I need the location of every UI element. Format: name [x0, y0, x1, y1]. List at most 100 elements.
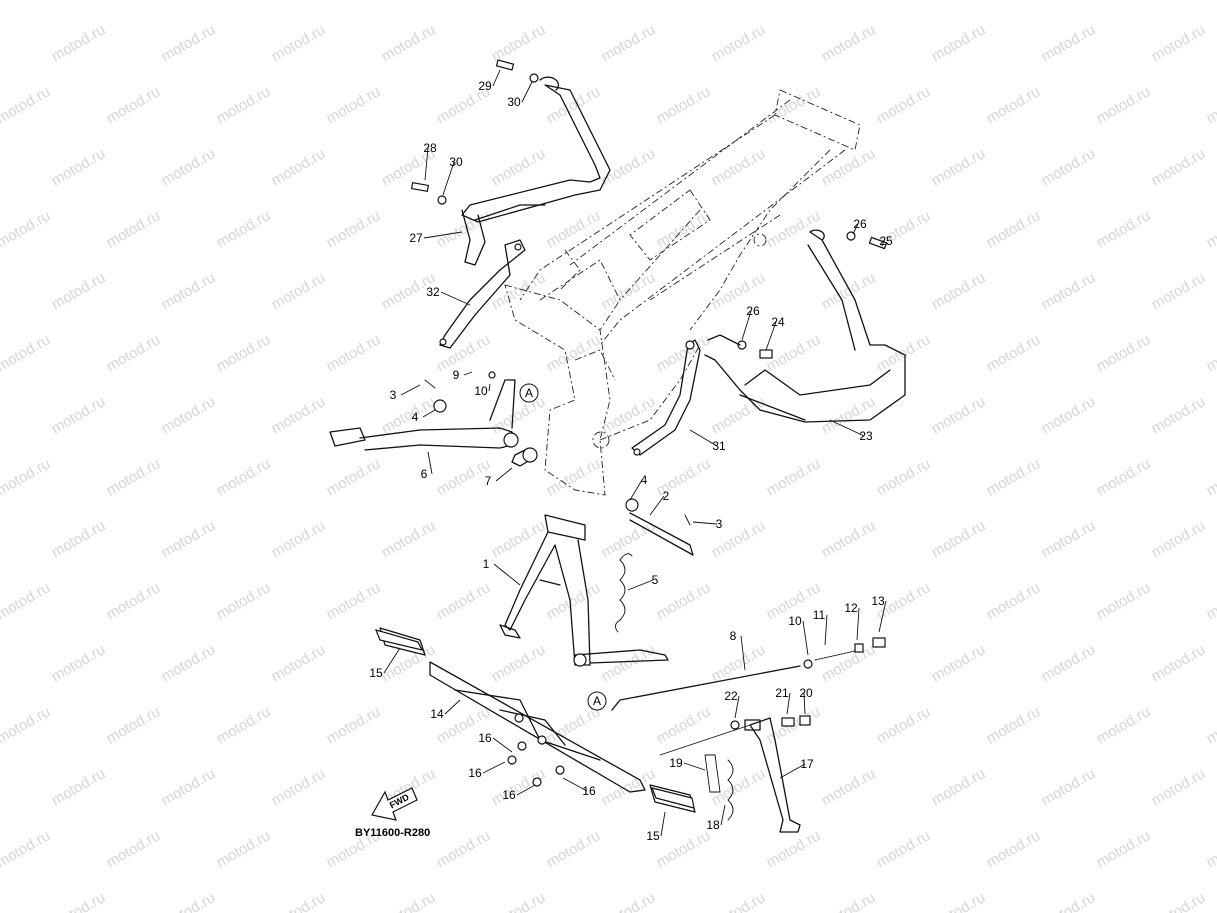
watermark-text: motod.ru [0, 331, 53, 375]
frame-outline [504, 89, 861, 496]
callout-number: 26 [746, 304, 760, 318]
callout-leader [440, 291, 471, 306]
callout-number: 22 [724, 689, 738, 703]
watermark-text: motod.ru [1094, 0, 1154, 3]
watermark-text: motod.ru [929, 21, 989, 65]
watermark-text: motod.ru [654, 579, 714, 623]
watermark-text: motod.ru [379, 889, 439, 913]
watermark-text: motod.ru [1094, 455, 1154, 499]
callout-number: 24 [771, 315, 785, 329]
callout-leader [878, 600, 887, 633]
callout-leader [422, 409, 436, 418]
watermark-text: motod.ru [434, 579, 494, 623]
callout-number: 30 [507, 95, 521, 109]
watermark-text: motod.ru [379, 641, 439, 685]
callout-leader [444, 699, 461, 715]
watermark-text: motod.ru [1149, 269, 1209, 313]
footrest-bar [374, 627, 696, 813]
rear-left-bar [410, 59, 611, 349]
watermark-text: motod.ru [599, 145, 659, 189]
watermark-text: motod.ru [1149, 641, 1209, 685]
watermark-text: motod.ru [269, 21, 329, 65]
watermark-text: motod.ru [544, 579, 604, 623]
watermark-text: motod.ru [654, 703, 714, 747]
watermark-text: motod.ru [544, 331, 604, 375]
callout-number: 16 [468, 766, 482, 780]
callout-leader [689, 429, 718, 447]
watermark-text: motod.ru [159, 517, 219, 561]
watermark-text: motod.ru [709, 145, 769, 189]
watermark-text: motod.ru [49, 393, 109, 437]
watermark-text: motod.ru [104, 207, 164, 251]
brake-rod [611, 637, 886, 711]
watermark-text: motod.ru [1094, 331, 1154, 375]
watermark-text: motod.ru [214, 579, 274, 623]
watermark-text: motod.ru [49, 889, 109, 913]
watermark-text: motod.ru [654, 83, 714, 127]
rear-right-bar [704, 229, 906, 423]
watermark-text: motod.ru [1149, 21, 1209, 65]
watermark-text: motod.ru [819, 765, 879, 809]
watermark-text: motod.ru [324, 0, 384, 3]
watermark-text: motod.ru [984, 207, 1044, 251]
callout-number: 10 [788, 614, 802, 628]
watermark-text: motod.ru [434, 827, 494, 871]
callout-leader [495, 467, 513, 482]
callout-number: 15 [646, 829, 660, 843]
watermark-text: motod.ru [104, 331, 164, 375]
watermark-text: motod.ru [434, 331, 494, 375]
watermark-text: motod.ru [214, 455, 274, 499]
watermark-text: motod.ru [489, 641, 549, 685]
watermark-text: motod.ru [0, 455, 53, 499]
callout-leader [463, 371, 473, 376]
callout-leader [734, 695, 740, 719]
callout-leader [423, 231, 463, 239]
watermark-text: motod.ru [984, 703, 1044, 747]
svg-text:A: A [525, 386, 533, 400]
diagram-code: BY11600-R280 [355, 827, 430, 839]
callout-leader [852, 223, 859, 235]
callout-number: 8 [730, 629, 737, 643]
callout-number: 7 [485, 474, 492, 488]
watermark-text: motod.ru [159, 765, 219, 809]
callout-leader [521, 81, 533, 103]
callout-number: 4 [641, 473, 648, 487]
callout-leader [488, 383, 491, 392]
bracket-31 [631, 339, 701, 456]
callout-number: 25 [879, 234, 893, 248]
watermark-text: motod.ru [1149, 393, 1209, 437]
watermark-text: motod.ru [709, 21, 769, 65]
watermark-text: motod.ru [324, 455, 384, 499]
watermark-text: motod.ru [1094, 827, 1154, 871]
watermark-text: motod.ru [159, 21, 219, 65]
watermark-text: motod.ru [489, 21, 549, 65]
watermark-text: motod.ru [929, 517, 989, 561]
watermark-text: motod.ru [49, 765, 109, 809]
callout-leader [660, 811, 666, 837]
watermark-text: motod.ru [49, 269, 109, 313]
watermark-text: motod.ru [819, 145, 879, 189]
watermark-text: motod.ru [1039, 889, 1099, 913]
watermark-text: motod.ru [1039, 269, 1099, 313]
watermark-text: motod.ru [269, 145, 329, 189]
callout-number: 29 [478, 79, 492, 93]
watermark-text: motod.ru [984, 331, 1044, 375]
watermark-text: motod.ru [214, 331, 274, 375]
watermark-text: motod.ru [1204, 703, 1217, 747]
watermark-text: motod.ru [764, 827, 824, 871]
callout-leader [383, 647, 401, 674]
watermark-text: motod.ru [984, 83, 1044, 127]
watermark-text: motod.ru [929, 889, 989, 913]
watermark-text: motod.ru [1094, 579, 1154, 623]
callout-leader [779, 763, 806, 779]
watermark-text: motod.ru [49, 145, 109, 189]
watermark-text: motod.ru [874, 455, 934, 499]
watermark-text: motod.ru [929, 641, 989, 685]
watermark-text: motod.ru [159, 393, 219, 437]
watermark-text: motod.ru [489, 889, 549, 913]
watermark-text: motod.ru [269, 393, 329, 437]
callout-number: 16 [478, 731, 492, 745]
callout-number: 10 [474, 384, 488, 398]
callout-leader [482, 761, 506, 774]
